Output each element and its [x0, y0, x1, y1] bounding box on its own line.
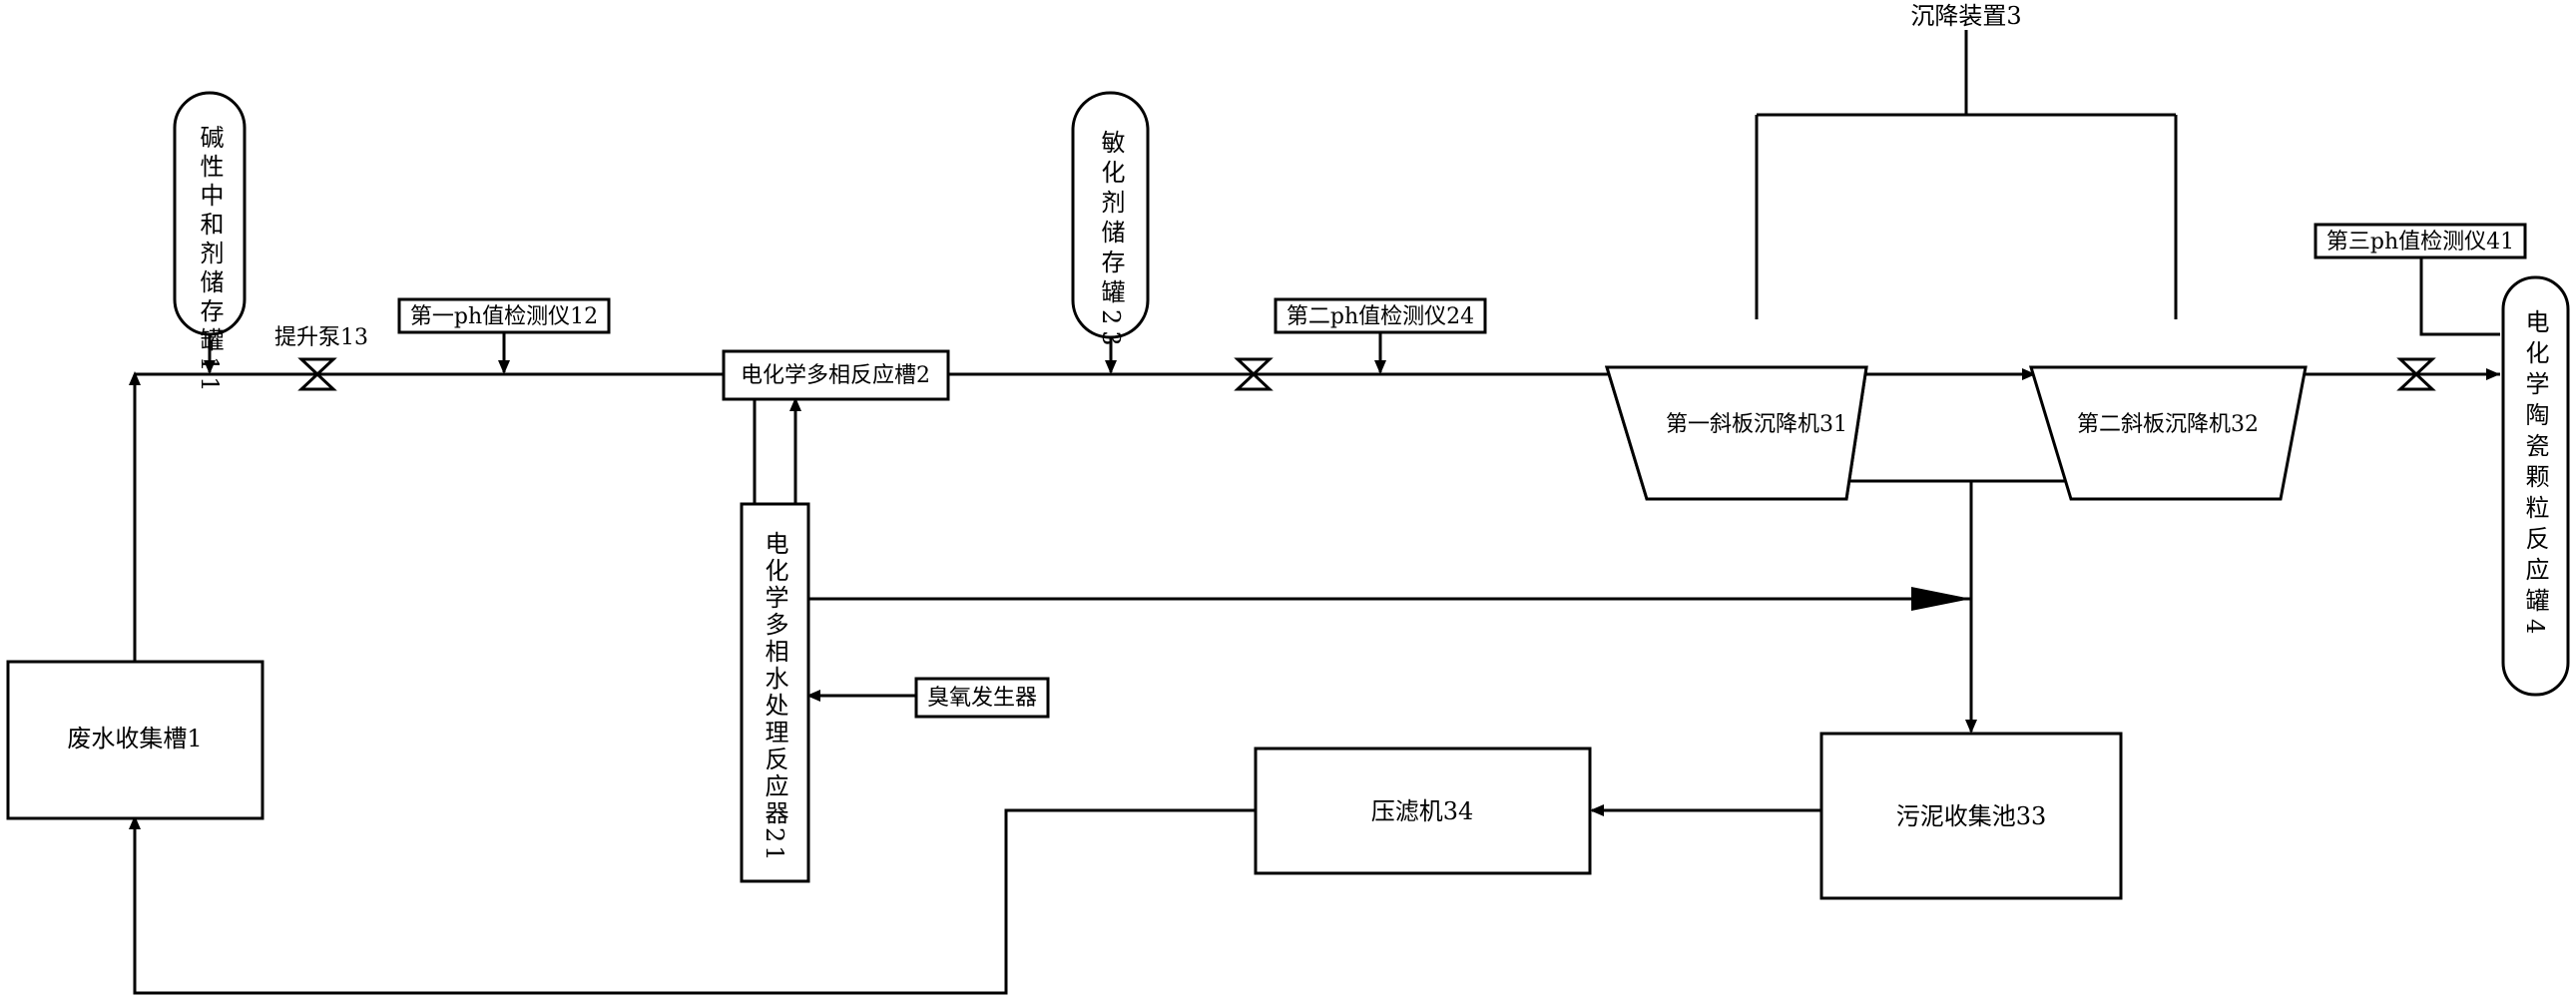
ceramic-particle-reactor [2501, 275, 2570, 697]
alkaline-feed-line [204, 334, 216, 374]
lift-pump-label: 提升泵13 [274, 325, 368, 350]
wastewater-tank-label: 废水收集槽1 [67, 725, 202, 753]
ozone-generator-label: 臭氧发生器 [927, 686, 1037, 711]
alkaline-storage-tank [173, 91, 247, 336]
reactor-to-sludge-line [808, 587, 1971, 611]
ph-meter-3-probe [2419, 257, 2500, 336]
settling-device-label: 沉降装置3 [1910, 2, 2021, 30]
ph-meter-3-label: 第三ph值检测仪41 [2326, 230, 2514, 254]
settling-device-frame [1755, 30, 2178, 319]
ozone-feed-line [806, 690, 916, 702]
lift-pump-valve-icon [297, 357, 337, 391]
sensitizer-feed-line [1105, 337, 1117, 374]
ph-meter-1-box [397, 297, 611, 334]
sludge-pool-box [1819, 732, 2123, 900]
sensitizer-tank-label: 敏化剂储存罐23 [1097, 130, 1125, 352]
wastewater-riser [129, 371, 141, 662]
sludge-pool-label: 污泥收集池33 [1896, 802, 2047, 830]
sludge-to-press-line [1590, 804, 1821, 816]
ph-meter-3-box [2314, 223, 2527, 259]
ph-meter-1-label: 第一ph值检测仪12 [410, 304, 598, 329]
ph-meter-2-probe [1374, 332, 1386, 374]
filtrate-return-line [129, 808, 1256, 995]
wastewater-tank-box [6, 660, 264, 820]
ph-meter-2-label: 第二ph值检测仪24 [1287, 304, 1474, 329]
filter-press-box [1254, 747, 1592, 875]
water-treatment-reactor [740, 502, 810, 883]
electrochemical-tank-label: 电化学多相反应槽2 [741, 363, 930, 388]
first-settler-body [1604, 365, 1868, 501]
valve-2-icon [1234, 357, 1274, 391]
alkaline-tank-label: 碱性中和剂储存罐11 [196, 125, 224, 397]
electrochemical-tank-box [722, 349, 950, 401]
ozone-generator-box [914, 677, 1050, 719]
filter-press-label: 压滤机34 [1371, 797, 1474, 825]
sludge-line [1846, 479, 2091, 734]
first-settler-label: 第一斜板沉降机31 [1666, 412, 1847, 437]
ph-meter-2-box [1274, 297, 1487, 334]
second-settler-label: 第二斜板沉降机32 [2077, 412, 2259, 437]
sensitizer-storage-tank [1071, 91, 1150, 339]
ph-meter-1-probe [498, 332, 510, 374]
valve-3-icon [2396, 357, 2436, 391]
ceramic-reactor-label: 电化学陶瓷颗粒反应罐4 [2521, 309, 2549, 641]
water-reactor-label: 电化学多相水处理反应器21 [761, 531, 788, 864]
second-settler-body [2028, 365, 2308, 501]
